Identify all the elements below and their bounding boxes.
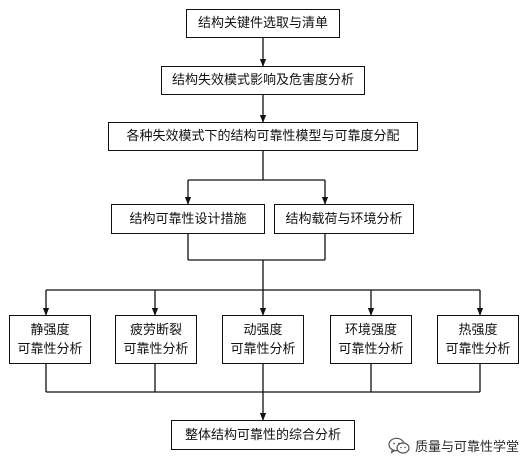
- node-label-line-1: 静强度: [30, 322, 70, 338]
- node-label: 结构失效模式影响及危害度分析: [171, 73, 354, 88]
- node-label: 结构可靠性设计措施: [129, 211, 247, 227]
- node-label: 结构载荷与环境分析: [285, 211, 403, 227]
- watermark-text: 质量与可靠性学堂: [414, 440, 519, 455]
- wechat-watermark: 质量与可靠性学堂: [388, 436, 519, 455]
- node-label-line-1: 热强度: [458, 322, 498, 338]
- node-thermal-strength: 热强度 可靠性分析: [437, 315, 519, 364]
- node-environmental-strength: 环境强度 可靠性分析: [330, 315, 412, 364]
- node-overall-analysis: 整体结构可靠性的综合分析: [171, 420, 355, 450]
- node-label: 整体结构可靠性的综合分析: [184, 427, 341, 443]
- node-reliability-model-allocation: 各种失效模式下的结构可靠性模型与可靠度分配: [108, 122, 418, 151]
- node-label: 各种失效模式下的结构可靠性模型与可靠度分配: [126, 129, 400, 144]
- node-label-line-2: 可靠性分析: [445, 341, 511, 357]
- node-label: 结构关键件选取与清单: [197, 16, 328, 31]
- node-dynamic-strength: 动强度 可靠性分析: [222, 315, 304, 364]
- node-label-line-1: 动强度: [243, 322, 283, 338]
- node-label-line-1: 疲劳断裂: [129, 322, 182, 338]
- node-fmeca: 结构失效模式影响及危害度分析: [161, 66, 365, 95]
- node-design-measures: 结构可靠性设计措施: [111, 204, 265, 234]
- node-key-parts-selection: 结构关键件选取与清单: [186, 9, 340, 38]
- node-label-line-2: 可靠性分析: [17, 341, 83, 357]
- node-label-line-2: 可靠性分析: [230, 341, 296, 357]
- node-label-line-1: 环境强度: [344, 322, 397, 338]
- node-load-environment-analysis: 结构载荷与环境分析: [274, 204, 414, 234]
- node-label-line-2: 可靠性分析: [123, 341, 189, 357]
- node-label-line-2: 可靠性分析: [338, 341, 404, 357]
- node-fatigue-fracture: 疲劳断裂 可靠性分析: [115, 315, 197, 364]
- node-static-strength: 静强度 可靠性分析: [9, 315, 91, 364]
- wechat-icon: [388, 437, 410, 454]
